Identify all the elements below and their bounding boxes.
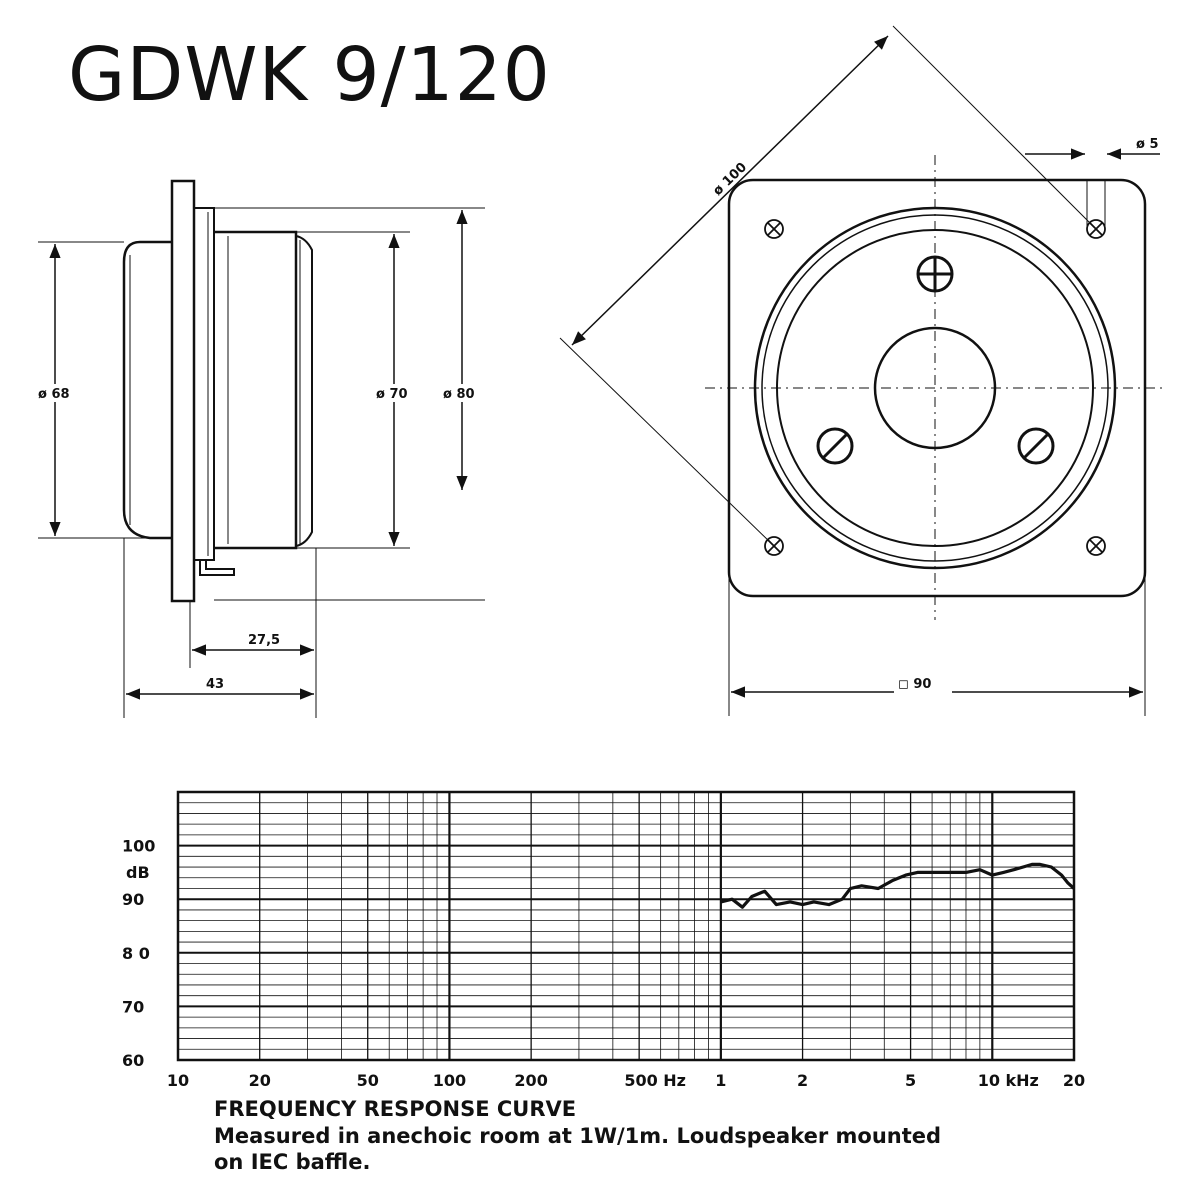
dim-square-90: ◻ 90 [898,677,931,692]
dim-dia-100: ø 100 [710,160,750,199]
screw-top-icon [916,255,954,293]
outer-ring [753,206,1117,570]
terminal [199,560,235,576]
x-tick-label: 50 [357,1071,379,1090]
screw-right-icon [1017,427,1055,465]
model-title: GDWK 9/120 [68,32,551,118]
dim-dia-5: ø 5 [1136,137,1159,152]
x-tick-label: 1 [715,1071,726,1090]
dim-len-27-5: 27,5 [248,633,280,648]
caption-title: FREQUENCY RESPONSE CURVE [214,1097,577,1121]
dim-dia-80: ø 80 [443,387,475,402]
mounting-plate [170,179,196,603]
side-view [38,179,485,718]
x-tick-label: 500 Hz [624,1071,686,1090]
chart-x-ticks: 10 20 50 100 200 500 Hz 1 2 5 10 kHz 20 [167,1071,1085,1090]
x-tick-label: 100 [433,1071,466,1090]
mounting-hole-tl-icon [764,219,784,239]
front-view [559,25,1165,716]
x-tick-label: 20 [1063,1071,1085,1090]
frequency-response-line [720,862,1076,909]
chart-grid [176,790,1076,1062]
frequency-response-chart: 100 90 8 0 70 60 10 20 50 100 200 500 Hz 1 2 5 10 kHz… [122,790,1085,1090]
caption-line-1: Measured in anechoic room at 1W/1m. Loud… [214,1124,942,1148]
y-tick-label: 90 [122,890,144,909]
caption-line-2: on IEC baffle. [214,1150,371,1174]
y-tick-label: 100 [122,837,155,856]
x-tick-label: 200 [514,1071,547,1090]
side-view-labels: ø 68 ø 70 ø 80 27,5 43 [37,384,484,692]
x-tick-label: 5 [905,1071,916,1090]
x-tick-label: 20 [249,1071,271,1090]
x-tick-label: 10 [167,1071,189,1090]
throat-opening [873,326,997,450]
x-tick-label: 10 kHz [978,1071,1039,1090]
y-tick-label: 60 [122,1051,144,1070]
screw-left-icon [816,427,854,465]
x-tick-label: 2 [797,1071,808,1090]
horn-body [214,230,298,550]
chart-y-ticks: 100 90 8 0 70 60 [122,837,155,1070]
dim-dia-70: ø 70 [376,387,408,402]
mounting-hole-br-icon [1086,536,1106,556]
y-tick-label: 70 [122,997,144,1016]
rear-cup [122,240,172,540]
chart-series [720,862,1076,909]
dim-len-43: 43 [206,677,224,692]
y-tick-label: 8 0 [122,944,150,963]
dim-dia-68: ø 68 [38,387,70,402]
chart-frame [176,790,1076,1062]
y-unit-label: dB [126,863,150,882]
